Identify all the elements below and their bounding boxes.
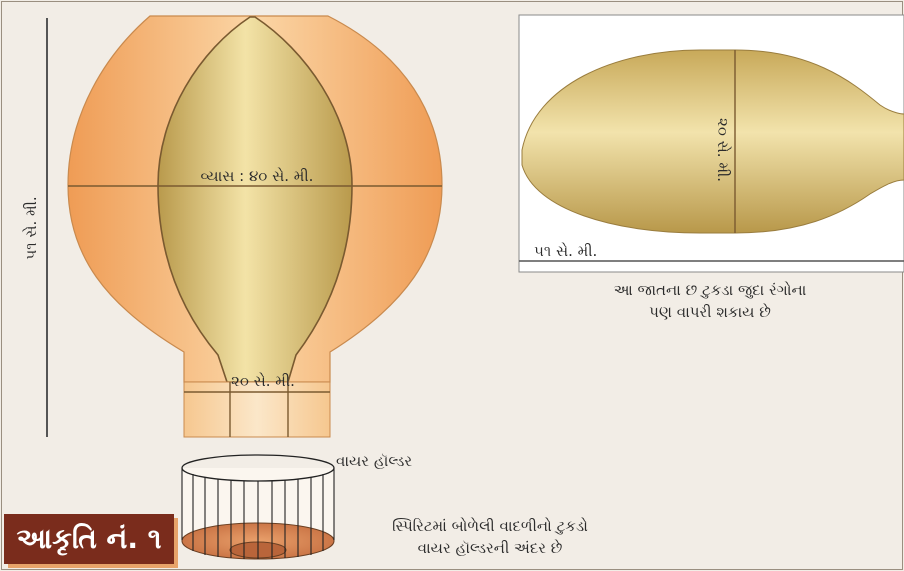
holder-caption: સ્પિરિટમાં બોળેલી વાદળીનો ટુકડો વાયર હૉલ… bbox=[340, 515, 640, 559]
figure-title-badge: આકૃતિ નં. ૧ bbox=[4, 514, 174, 564]
balloon-diameter-label: વ્યાસ : ૪૦ સે. મી. bbox=[201, 167, 314, 185]
panel-caption-line2: પણ વાપરી શકાય છે bbox=[649, 303, 771, 321]
panel-box bbox=[518, 14, 904, 273]
wire-holder bbox=[181, 454, 335, 560]
balloon-height-label: ૫૧ સે. મી. bbox=[22, 196, 40, 259]
panel-width-label: ૨૦ સે. મી. bbox=[714, 118, 732, 182]
balloon-panel-shape bbox=[521, 49, 904, 234]
wire-holder-rim bbox=[181, 454, 335, 482]
holder-caption-line2: વાયર હૉલ્ડરની અંદર છે bbox=[417, 539, 563, 557]
balloon-neck-label: ૨૦ સે. મી. bbox=[231, 372, 295, 390]
holder-caption-line1: સ્પિરિટમાં બોળેલી વાદળીનો ટુકડો bbox=[392, 517, 588, 535]
balloon-body bbox=[67, 15, 443, 438]
wire-holder-label: વાયર હૉલ્ડર bbox=[336, 452, 412, 470]
panel-caption-line1: આ જાતના છ ટુકડા જુદા રંગોના bbox=[613, 281, 807, 299]
panel-caption: આ જાતના છ ટુકડા જુદા રંગોના પણ વાપરી શકા… bbox=[560, 279, 860, 323]
panel-length-label: ૫૧ સે. મી. bbox=[534, 242, 597, 260]
